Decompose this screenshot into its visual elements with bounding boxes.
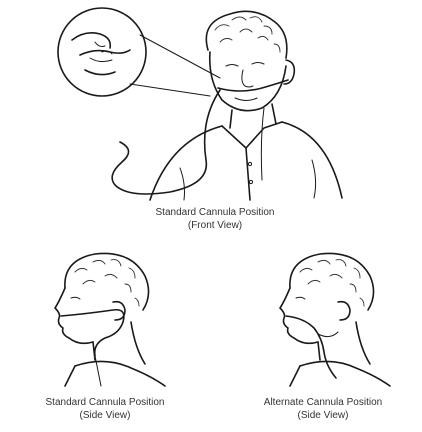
alternate-side-view-caption-line1: Alternate Cannula Position — [224, 396, 422, 409]
person-front-head — [206, 11, 294, 110]
alternate-side-view-caption: Alternate Cannula Position (Side View) — [224, 396, 422, 422]
standard-side-view-caption: Standard Cannula Position (Side View) — [0, 396, 210, 422]
standard-side-view-illustration — [35, 248, 185, 388]
front-view-caption-line1: Standard Cannula Position — [100, 206, 330, 219]
alternate-side-view-illustration — [260, 248, 410, 388]
magnified-inset — [58, 8, 220, 96]
standard-side-view-caption-line1: Standard Cannula Position — [0, 396, 210, 409]
person-front-body — [150, 104, 342, 200]
standard-side-view-caption-line2: (Side View) — [0, 409, 210, 422]
front-view-caption-line2: (Front View) — [100, 219, 330, 232]
front-view-illustration — [50, 0, 350, 205]
front-view-caption: Standard Cannula Position (Front View) — [100, 206, 330, 232]
alternate-side-view-caption-line2: (Side View) — [224, 409, 422, 422]
